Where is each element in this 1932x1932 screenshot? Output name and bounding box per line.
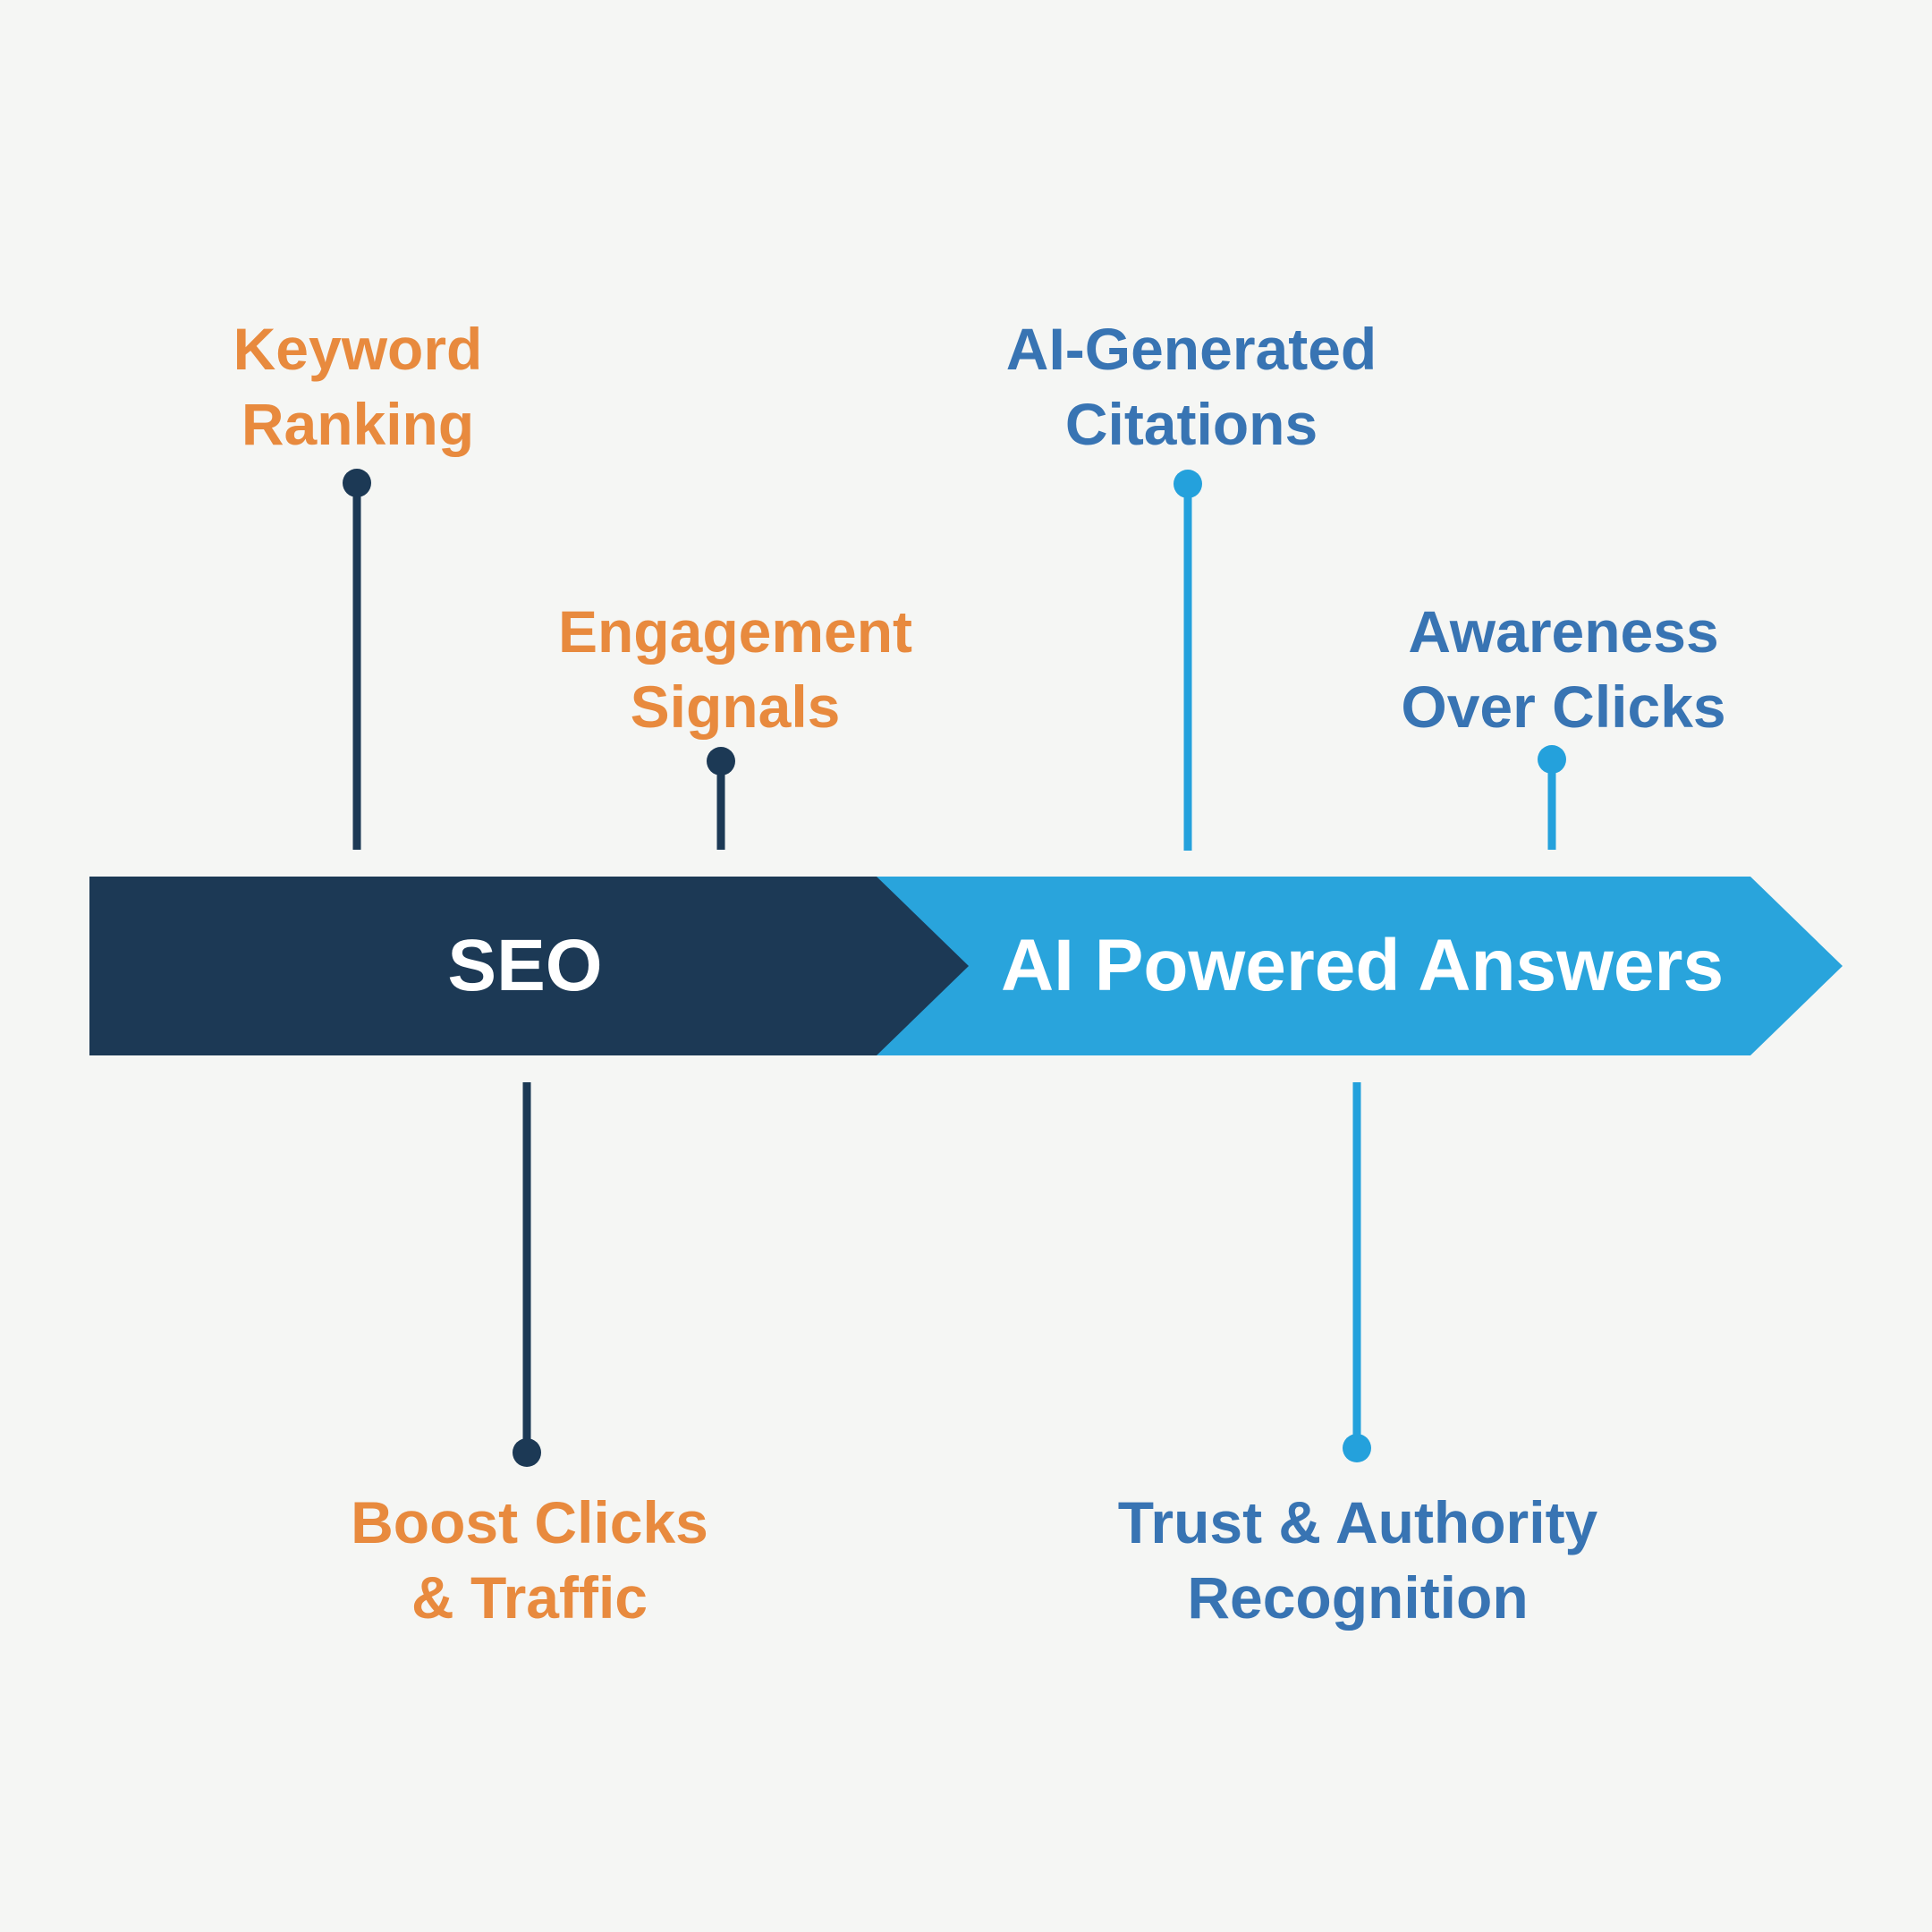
connector-dot-awareness-over-clicks: [1538, 745, 1566, 774]
callout-awareness-over-clicks: Awareness Over Clicks: [1401, 594, 1725, 744]
connector-line-engagement-signals: [716, 761, 725, 850]
callout-keyword-ranking: Keyword Ranking: [233, 311, 483, 462]
connector-dot-ai-generated-citations: [1174, 470, 1202, 498]
callout-engagement-signals: Engagement Signals: [558, 594, 912, 744]
segment-label-seo: SEO: [447, 925, 603, 1006]
callout-awareness-over-clicks-line1: Awareness: [1408, 598, 1719, 665]
connector-dot-engagement-signals: [707, 747, 735, 775]
callout-awareness-over-clicks-line2: Over Clicks: [1401, 674, 1726, 740]
callout-ai-generated-citations-line1: AI-Generated: [1005, 316, 1377, 382]
connector-dot-keyword-ranking: [343, 469, 371, 497]
callout-trust-authority-recognition: Trust & Authority Recognition: [1118, 1485, 1598, 1635]
callout-boost-clicks-traffic: Boost Clicks & Traffic: [351, 1485, 708, 1635]
segment-ai-shape: [877, 877, 1843, 1055]
connector-line-keyword-ranking: [352, 483, 361, 850]
connector-line-awareness-over-clicks: [1547, 759, 1556, 850]
callout-boost-clicks-traffic-line2: & Traffic: [411, 1564, 648, 1631]
connector-line-boost-clicks-traffic: [522, 1082, 531, 1440]
callout-keyword-ranking-line1: Keyword: [233, 316, 483, 382]
callout-ai-generated-citations: AI-Generated Citations: [1006, 311, 1377, 462]
callout-engagement-signals-line1: Engagement: [557, 598, 913, 665]
connector-dot-trust-authority-recognition: [1343, 1434, 1371, 1462]
connector-dot-boost-clicks-traffic: [513, 1438, 541, 1467]
connector-line-ai-generated-citations: [1183, 484, 1192, 851]
callout-ai-generated-citations-line2: Citations: [1064, 391, 1318, 457]
segment-label-ai-powered-answers: AI Powered Answers: [1000, 925, 1724, 1006]
callout-keyword-ranking-line2: Ranking: [241, 391, 475, 457]
callout-trust-authority-recognition-line2: Recognition: [1187, 1564, 1529, 1631]
connector-line-trust-authority-recognition: [1352, 1082, 1361, 1437]
callout-engagement-signals-line2: Signals: [630, 674, 841, 740]
segment-seo-shape: [89, 877, 969, 1055]
callout-trust-authority-recognition-line1: Trust & Authority: [1117, 1489, 1598, 1555]
callout-boost-clicks-traffic-line1: Boost Clicks: [351, 1489, 708, 1555]
